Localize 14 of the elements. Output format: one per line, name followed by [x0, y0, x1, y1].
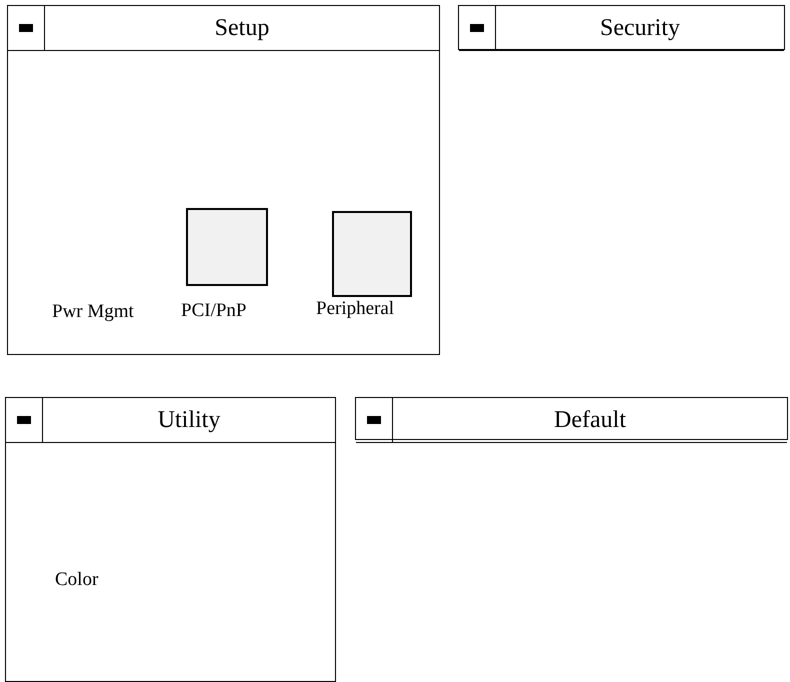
icon-square: [332, 211, 412, 297]
window-title: Utility: [43, 398, 335, 443]
icon-label: Pwr Mgmt: [52, 301, 134, 323]
window: [7, 5, 440, 355]
icon-square: [186, 208, 268, 286]
window-title: Setup: [45, 6, 439, 51]
window: [355, 397, 788, 440]
icon-label: Color: [55, 569, 98, 591]
window: [5, 397, 336, 682]
window-title: Default: [393, 398, 787, 443]
icon-label: Peripheral: [316, 298, 394, 320]
window: [458, 5, 785, 50]
window-title: Security: [496, 6, 784, 51]
icon-label: PCI/PnP: [181, 300, 246, 322]
